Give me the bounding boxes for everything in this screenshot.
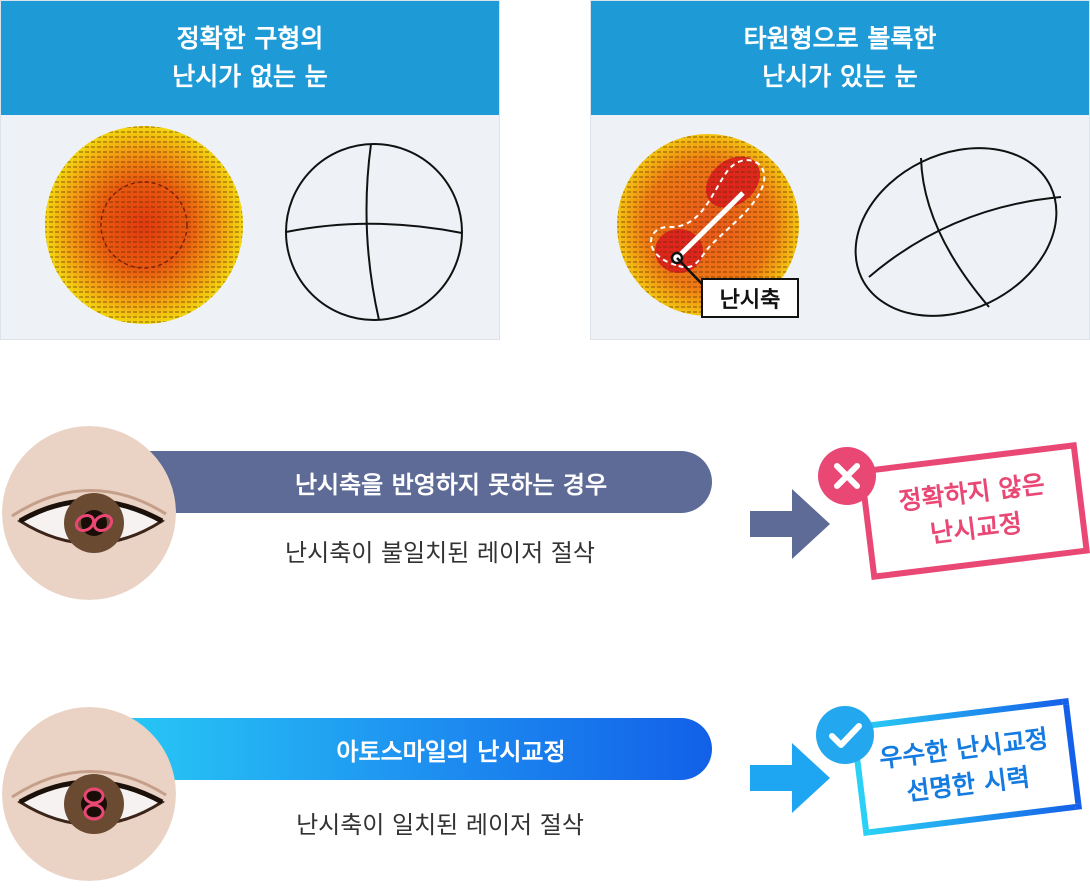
panel-astigmatic-eye: 타원형으로 볼록한 난시가 있는 눈 — [590, 0, 1090, 340]
corneal-topography-map — [45, 126, 243, 324]
panel-astigmatic-title: 타원형으로 볼록한 난시가 있는 눈 — [591, 1, 1089, 115]
sphere-outline — [285, 143, 463, 321]
eye-photo-misaligned — [2, 426, 176, 600]
astigmatic-eye-illustration — [617, 134, 1062, 317]
panel-normal-eye: 정확한 구형의 난시가 없는 눈 — [0, 0, 500, 340]
row1-heading-bar: 난시축을 반영하지 못하는 경우 — [130, 451, 712, 513]
row1-description: 난시축이 불일치된 레이저 절삭 — [285, 539, 595, 567]
astigmatism-axis-label: 난시축 — [701, 278, 799, 318]
check-icon — [816, 706, 874, 764]
normal-eye-illustration — [45, 126, 463, 324]
eye-photo-aligned — [2, 707, 176, 881]
ellipsoid-outline — [854, 147, 1062, 317]
row2-heading-bar: 아토스마일의 난시교정 — [130, 718, 712, 780]
arrow-right-icon — [750, 743, 830, 813]
corneal-topography-map — [617, 134, 799, 316]
row2-description: 난시축이 일치된 레이저 절삭 — [296, 811, 584, 839]
panel-normal-title: 정확한 구형의 난시가 없는 눈 — [1, 1, 499, 115]
x-icon — [818, 447, 876, 505]
arrow-right-icon — [750, 489, 830, 559]
result-excellent-correction: 우수한 난시교정 선명한 시력 — [849, 698, 1083, 836]
result-inaccurate-correction: 정확하지 않은 난시교정 — [857, 442, 1090, 580]
